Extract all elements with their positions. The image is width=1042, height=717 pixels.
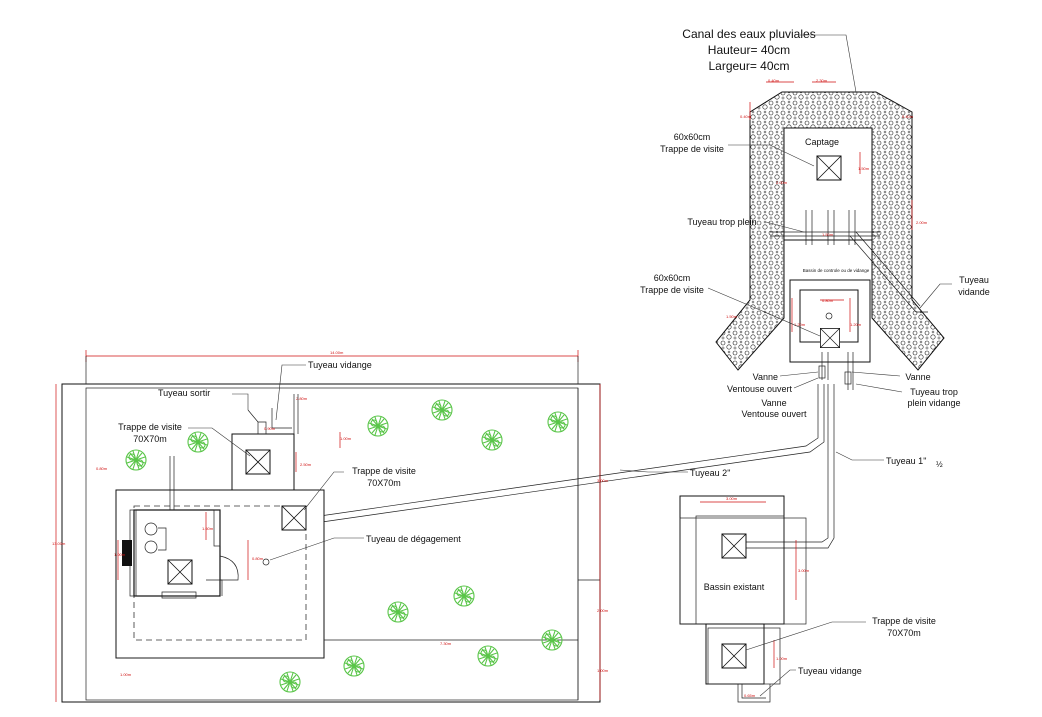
tree-icon: [187, 431, 209, 453]
dim-label: 3.00m: [798, 568, 810, 573]
bassin-controle-box: [789, 279, 871, 363]
tree-icon: [431, 399, 453, 421]
bassin-existant-trapdoor-icon: [721, 533, 747, 559]
dim-label: 2.00m: [776, 180, 788, 185]
trappe-70-mid-name: Trappe de visite: [352, 466, 416, 476]
tuyeau-1-half-pipe: [738, 384, 835, 549]
dim-label: 1.00m: [340, 436, 352, 441]
dim-label: 2.00m: [916, 220, 928, 225]
trappe-70-left-size: 70X70m: [133, 434, 167, 444]
dim-label: 0.40m: [740, 114, 752, 119]
dim-label: 2.00m: [597, 608, 609, 613]
tree-icon: [279, 671, 301, 693]
dim-label: 3.00m: [726, 496, 738, 501]
tuyeau-1-label: Tuyeau 1": [886, 456, 926, 466]
lower-chamber-trapdoor-icon: [721, 643, 747, 669]
dim-label: 1.60m: [202, 526, 214, 531]
trappe-70-mid-size: 70X70m: [367, 478, 401, 488]
trop-plein-label: Tuyeau trop plein: [687, 217, 756, 227]
bassin-existant-structure: Bassin existant 3.00m 3.00m 1.00m 0.65m …: [679, 495, 936, 703]
trop-plein-pipes: [770, 210, 880, 245]
bassin-controle-label: Bassin de controle ou de vidange: [803, 268, 870, 273]
dim-label: 0.90m: [264, 426, 276, 431]
dim-label: 1.00m: [597, 668, 609, 673]
dim-label: 1.50m: [858, 166, 870, 171]
tree-icon: [343, 655, 365, 677]
vanne-left-1-label: Vanne: [753, 372, 778, 382]
fosse-trapdoor-icon: [245, 449, 271, 475]
trappe-70-right-name: Trappe de visite: [872, 616, 936, 626]
site-plot: 14.00m 13.00m 3.00m 2.00m 1.00m 7.30m 0.…: [52, 350, 609, 703]
tree-icon: [125, 449, 147, 471]
dim-label: 0.80m: [822, 298, 834, 303]
room-trapdoor-icon: [167, 559, 193, 585]
dim-label: 1.00m: [120, 672, 132, 677]
vanne-right-label: Vanne: [905, 372, 930, 382]
trappe-70-left-name: Trappe de visite: [118, 422, 182, 432]
canal-title: Canal des eaux pluviales: [682, 27, 815, 41]
tree-icon: [367, 415, 389, 437]
trappe-70-right-size: 70X70m: [887, 628, 921, 638]
tuyeau-degagement-label: Tuyeau de dégagement: [366, 534, 461, 544]
trappe-60-bottom-size: 60x60cm: [654, 273, 691, 283]
degagement-point: [262, 558, 270, 566]
tuyeau-1-half-fraction: ½: [936, 460, 943, 469]
dim-label: 3.00m: [597, 478, 609, 483]
tree-icon: [547, 411, 569, 433]
tree-icon: [453, 585, 475, 607]
tree-icon: [477, 645, 499, 667]
captage-structure: 0.40m 2.30m 0.40m 0.40m 2.00m 1.50m 2.00…: [640, 27, 990, 419]
vidande-pipe: [849, 231, 928, 313]
dim-label: 1.00m: [776, 656, 788, 661]
trop-plein-vidange-line1: Tuyeau trop: [910, 387, 958, 397]
dim-label: 1.00m: [114, 552, 126, 557]
canal-hauteur: Hauteur= 40cm: [708, 43, 790, 57]
tuyeau-2-pipe: [305, 384, 825, 525]
dim-label: 0.80m: [252, 556, 264, 561]
captage-label: Captage: [805, 137, 839, 147]
dim-label: 0.40m: [902, 114, 914, 119]
tuyeau-vidande-line1: Tuyeau: [959, 275, 989, 285]
middle-trapdoor-icon: [281, 505, 307, 531]
dim-label: 1.50m: [726, 314, 738, 319]
dim-label: 1.20m: [850, 322, 862, 327]
tree-icon: [481, 429, 503, 451]
ventouse-left-2-label: Ventouse ouvert: [741, 409, 807, 419]
dim-label: 2.30m: [816, 78, 828, 83]
dim-label: 2.80m: [296, 396, 308, 401]
dim-label: 0.65m: [744, 693, 756, 698]
captage-trapdoor-icon: [816, 155, 842, 181]
dim-label: 14.00m: [330, 350, 344, 355]
trop-plein-vidange-line2: plein vidange: [907, 398, 960, 408]
bassin-existant-label: Bassin existant: [704, 582, 765, 592]
bassin-controle-trapdoor-icon: [820, 327, 840, 349]
tuyeau-vidande-line2: vidande: [958, 287, 990, 297]
tuyeau-2-label: Tuyeau 2": [690, 468, 730, 478]
dim-label: 1.50m: [822, 232, 834, 237]
trappe-60-top-name: Trappe de visite: [660, 144, 724, 154]
dim-label: 2.50m: [300, 462, 312, 467]
dim-label: 7.30m: [440, 641, 452, 646]
tuyeau-vidange-bottom-label: Tuyeau vidange: [798, 666, 862, 676]
vanne-left-2-label: Vanne: [761, 398, 786, 408]
dim-label: 1.20m: [794, 322, 806, 327]
tree-icon: [387, 601, 409, 623]
bassin-existant-outer: [679, 495, 785, 625]
tuyeau-vidange-top-label: Tuyeau vidange: [308, 360, 372, 370]
canal-largeur: Largeur= 40cm: [708, 59, 789, 73]
connecting-pipes: Tuyeau 2" Tuyeau 1" ½: [305, 384, 943, 549]
dim-label: 13.00m: [52, 541, 66, 546]
tuyeau-sortir-label: Tuyeau sortir: [158, 388, 210, 398]
trappe-60-bottom-name: Trappe de visite: [640, 285, 704, 295]
ventouse-left-1-label: Ventouse ouvert: [727, 384, 793, 394]
trappe-60-top-size: 60x60cm: [674, 132, 711, 142]
dim-label: 0.80m: [96, 466, 108, 471]
dim-label: 0.40m: [768, 78, 780, 83]
